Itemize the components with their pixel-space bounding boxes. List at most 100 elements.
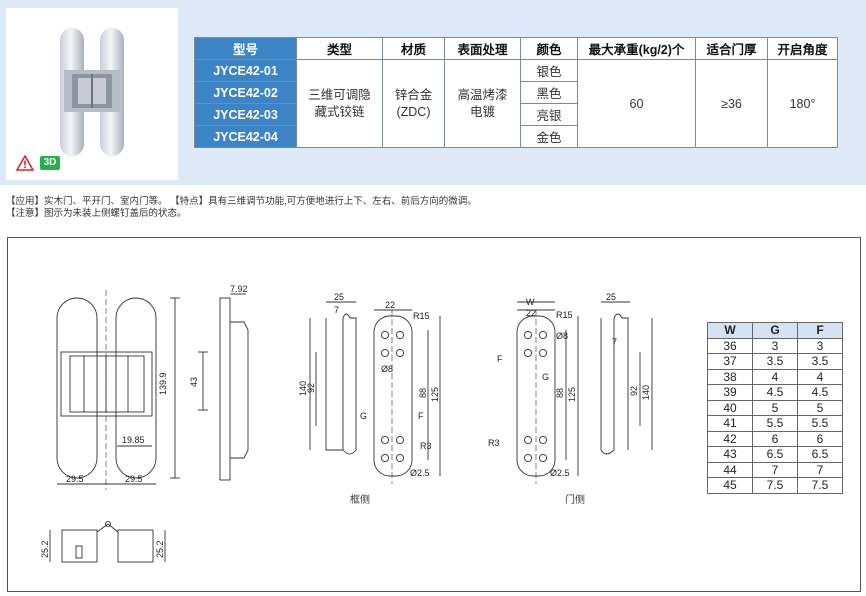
color-cell: 金色 xyxy=(520,125,578,148)
warning-icon[interactable] xyxy=(16,155,34,171)
dim-label: 7.92 xyxy=(230,284,248,294)
frame-side-plate xyxy=(373,309,441,484)
dim-label: R3 xyxy=(488,438,500,448)
th-type: 类型 xyxy=(296,37,383,60)
hinge-photo-icon xyxy=(60,28,124,156)
cell-g: 5.5 xyxy=(752,415,798,432)
dim-label: G xyxy=(360,411,367,421)
cell-g: 3.5 xyxy=(752,353,798,370)
dim-label: R3 xyxy=(420,441,432,451)
dim-label: 140 xyxy=(298,381,308,396)
th-w: W xyxy=(707,322,753,339)
th-open-angle: 开启角度 xyxy=(767,37,838,60)
dim-label: Ø8 xyxy=(556,331,568,341)
cell-g: 7 xyxy=(752,461,798,478)
cell-w: 39 xyxy=(707,384,753,401)
note-attention: 【注意】图示为未装上侧螺钉盖后的状态。 xyxy=(6,208,187,219)
th-surface: 表面处理 xyxy=(444,37,521,60)
model-cell: JYCE42-01 xyxy=(194,59,297,82)
dim-label: G xyxy=(542,372,549,382)
cell-f: 3.5 xyxy=(797,353,843,370)
material-cell: 锌合金(ZDC) xyxy=(382,59,445,148)
product-photo[interactable] xyxy=(6,8,178,180)
dim-label: 22 xyxy=(385,300,395,310)
dim-label: 43 xyxy=(189,377,199,387)
door-thickness-cell: ≥36 xyxy=(695,59,768,148)
cell-g: 7.5 xyxy=(752,477,798,494)
cell-g: 6.5 xyxy=(752,446,798,463)
side-view xyxy=(198,293,249,481)
cell-f: 6 xyxy=(797,430,843,447)
3d-view-button[interactable]: 3D xyxy=(40,156,60,170)
surface-cell: 高温烤漆电镀 xyxy=(444,59,521,148)
dim-label: 25.2 xyxy=(40,540,50,558)
cell-g: 6 xyxy=(752,430,798,447)
type-cell: 三维可调隐藏式铰链 xyxy=(296,59,383,148)
dim-label: 25 xyxy=(606,292,616,302)
dim-label: 25 xyxy=(334,292,344,302)
cell-f: 7 xyxy=(797,461,843,478)
dim-label: Ø2.5 xyxy=(550,468,570,478)
cell-g: 5 xyxy=(752,399,798,416)
cell-f: 5.5 xyxy=(797,415,843,432)
dim-label: 29.5 xyxy=(66,474,84,484)
cell-w: 37 xyxy=(707,353,753,370)
bottom-view xyxy=(49,520,166,563)
dim-label: 140 xyxy=(641,385,651,400)
cell-f: 7.5 xyxy=(797,477,843,494)
th-color: 颜色 xyxy=(520,37,578,60)
model-cell: JYCE42-02 xyxy=(194,81,297,104)
notes: 【应用】实木门、平开门、室内门等。 【特点】具有三维调节功能,可方便地进行上下、… xyxy=(6,196,477,220)
dim-label: 92 xyxy=(629,386,639,396)
cell-w: 44 xyxy=(707,461,753,478)
th-model: 型号 xyxy=(194,37,297,60)
cell-w: 42 xyxy=(707,430,753,447)
dimension-labels: 7.92 139.9 43 19.85 29.5 29.5 25 7 22 R1… xyxy=(40,284,651,558)
frame-side-profile xyxy=(309,301,357,455)
dim-label: 92 xyxy=(306,383,316,393)
dim-label: 22 xyxy=(526,308,536,318)
cell-f: 5 xyxy=(797,399,843,416)
cell-w: 45 xyxy=(707,477,753,494)
cell-f: 6.5 xyxy=(797,446,843,463)
cell-f: 4 xyxy=(797,368,843,385)
open-angle-cell: 180° xyxy=(767,59,838,148)
dim-label: W xyxy=(526,297,535,307)
th-door-thickness: 适合门厚 xyxy=(695,37,768,60)
cell-f: 4.5 xyxy=(797,384,843,401)
cell-w: 41 xyxy=(707,415,753,432)
dim-label: 88 xyxy=(555,388,565,398)
dim-label: 19.85 xyxy=(122,435,145,445)
dim-label: R15 xyxy=(413,311,430,321)
note-application-feature: 【应用】实木门、平开门、室内门等。 【特点】具有三维调节功能,可方便地进行上下、… xyxy=(6,196,477,207)
cell-w: 38 xyxy=(707,368,753,385)
dim-label: R15 xyxy=(556,310,573,320)
product-banner: 3D 型号 类型 材质 表面处理 颜色 最大承重(kg/2)个 适合门厚 开启角… xyxy=(0,0,866,185)
dim-label: 29.5 xyxy=(125,474,143,484)
th-g: G xyxy=(752,322,798,339)
dim-label: 7 xyxy=(334,305,339,315)
dim-label: Ø8 xyxy=(381,364,393,374)
cell-w: 43 xyxy=(707,446,753,463)
dim-label: 7 xyxy=(612,337,617,347)
door-side-profile xyxy=(600,301,653,455)
cell-g: 4.5 xyxy=(752,384,798,401)
dim-label: Ø2.5 xyxy=(410,468,430,478)
caption-door-side: 门侧 xyxy=(565,495,585,506)
cell-w: 40 xyxy=(707,399,753,416)
dim-label: F xyxy=(497,354,503,364)
dim-label: 88 xyxy=(418,388,428,398)
th-material: 材质 xyxy=(382,37,445,60)
th-f: F xyxy=(797,322,843,339)
dim-label: 125 xyxy=(430,387,440,402)
color-cell: 银色 xyxy=(520,59,578,82)
